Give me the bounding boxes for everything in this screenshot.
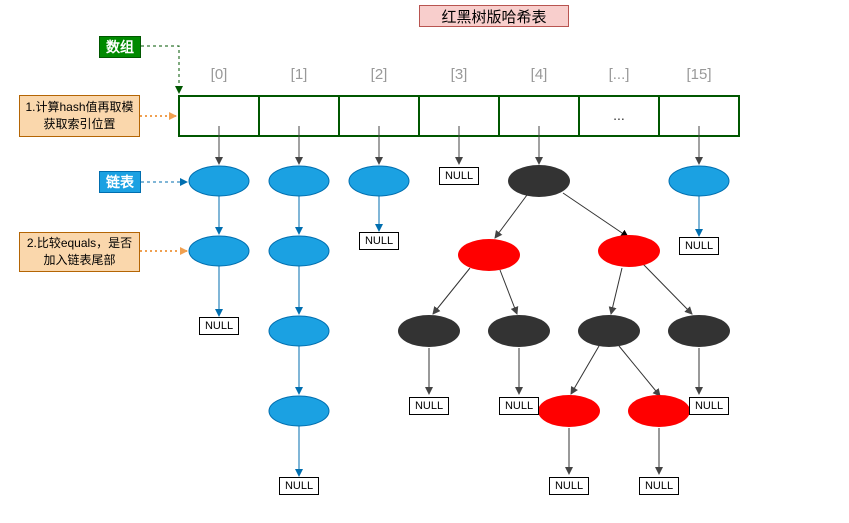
array-index-15: [15] (686, 66, 712, 83)
null-terminator: NULL (549, 477, 589, 495)
list-node (668, 165, 730, 197)
array-index-3: [3] (450, 66, 468, 83)
tree-node-red (628, 395, 690, 427)
tree-node-black (398, 315, 460, 347)
diagram-title: 红黑树版哈希表 (419, 5, 569, 27)
array (178, 95, 740, 137)
list-node (188, 235, 250, 267)
tree-edge (494, 194, 528, 239)
null-terminator: NULL (199, 317, 239, 335)
note-hash: 1.计算hash值再取模获取索引位置 (19, 95, 140, 137)
note-equals: 2.比较equals，是否加入链表尾部 (19, 232, 140, 272)
tree-node-red (598, 235, 660, 267)
array-tag: 数组 (99, 36, 141, 58)
tree-node-black (668, 315, 730, 347)
array-index-1: [1] (290, 66, 308, 83)
tree-node-black (508, 165, 570, 197)
tree-node-black (578, 315, 640, 347)
tree-node-red (538, 395, 600, 427)
list-node (268, 395, 330, 427)
null-terminator: NULL (679, 237, 719, 255)
null-terminator: NULL (279, 477, 319, 495)
tree-edge (562, 192, 629, 238)
array-cell-ellipsis: ... (613, 107, 625, 123)
null-terminator: NULL (409, 397, 449, 415)
tree-node-black (488, 315, 550, 347)
list-node (268, 165, 330, 197)
tree-edge (608, 267, 623, 315)
array-index-0: [0] (210, 66, 228, 83)
tree-node-red (458, 239, 520, 271)
array-index-ellipsis: [...] (608, 66, 630, 83)
tree-edge (570, 345, 600, 395)
tree-edge (499, 269, 519, 315)
array-cell-5 (578, 95, 660, 137)
tree-edge (618, 345, 661, 397)
null-terminator: NULL (499, 397, 539, 415)
linked-list-tag: 链表 (99, 171, 141, 193)
tree-edge (642, 263, 693, 315)
list-node (348, 165, 410, 197)
null-terminator: NULL (439, 167, 479, 185)
null-terminator: NULL (639, 477, 679, 495)
tree-edge (432, 267, 471, 315)
array-index-4: [4] (530, 66, 548, 83)
list-node (188, 165, 250, 197)
list-node (268, 315, 330, 347)
null-terminator: NULL (689, 397, 729, 415)
array-index-2: [2] (370, 66, 388, 83)
list-node (268, 235, 330, 267)
null-terminator: NULL (359, 232, 399, 250)
array-tag-connector (141, 45, 183, 94)
